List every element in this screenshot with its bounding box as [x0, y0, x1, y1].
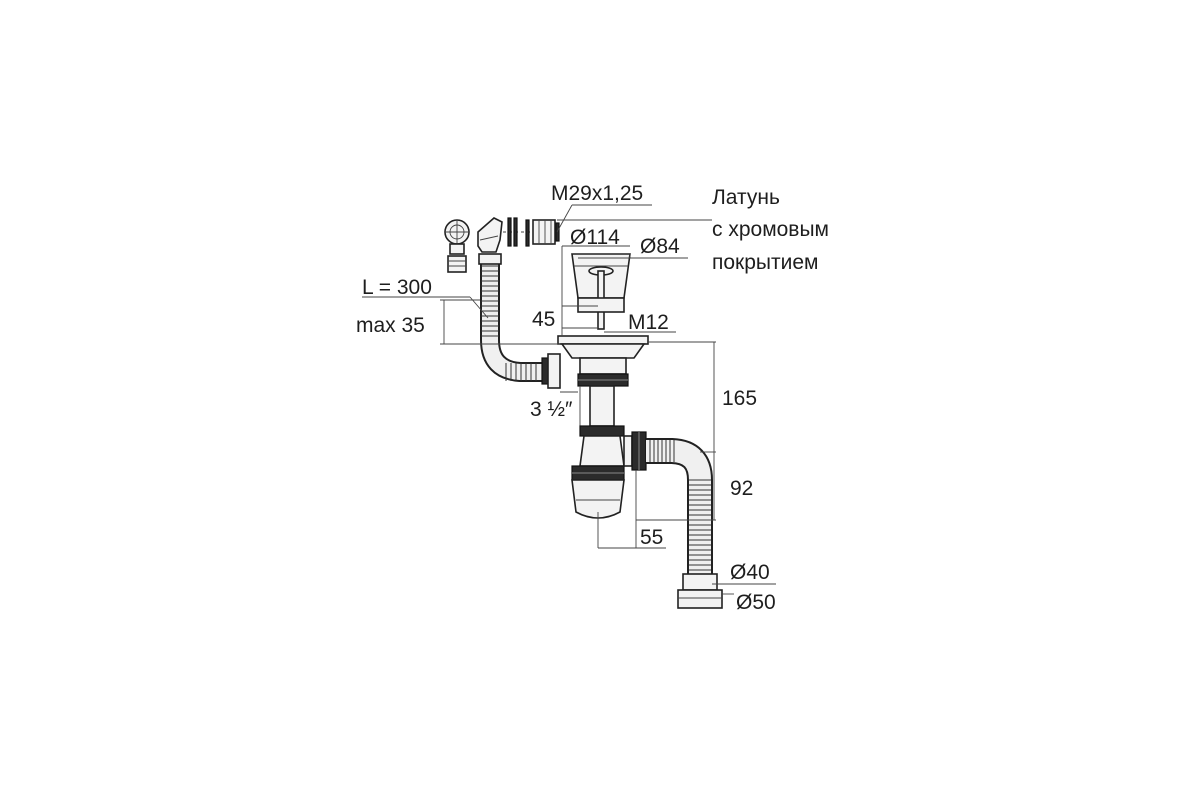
bottle-trap: [571, 425, 625, 519]
material-label-line1: Латунь: [712, 186, 780, 209]
tailpiece: [579, 385, 615, 427]
total-height-label: 165: [722, 387, 757, 410]
hose-length-label: L = 300: [362, 276, 432, 299]
diameter-40-label: Ø40: [730, 561, 770, 584]
flexible-drain-hose: [646, 438, 723, 609]
overflow-corrugated-hose: [478, 253, 561, 389]
material-label-line3: покрытием: [712, 251, 818, 274]
inner-diameter-label: Ø84: [640, 235, 680, 258]
outlet-height-label: 92: [730, 477, 753, 500]
depth-label: 45: [532, 308, 555, 331]
overflow-gaskets: [507, 217, 530, 247]
trap-outlet-nut: [623, 431, 647, 471]
max-height-label: max 35: [356, 314, 425, 337]
dimension-lines: [362, 204, 776, 595]
outer-diameter-label: Ø114: [570, 226, 620, 249]
threaded-coupling: [532, 219, 560, 245]
diameter-50-label: Ø50: [736, 591, 776, 614]
thread-label: M29x1,25: [551, 182, 643, 205]
overflow-elbow-fitting: [477, 217, 530, 253]
inch-size-label: 3 ½″: [530, 398, 573, 421]
sink-flange: [557, 335, 649, 375]
bolt-thread-label: M12: [628, 311, 669, 334]
overflow-grille-icon: [444, 219, 470, 273]
offset-label: 55: [640, 526, 663, 549]
strainer-basket: [571, 253, 631, 330]
material-label-line2: с хромовым: [712, 218, 829, 241]
locknut: [577, 373, 629, 387]
